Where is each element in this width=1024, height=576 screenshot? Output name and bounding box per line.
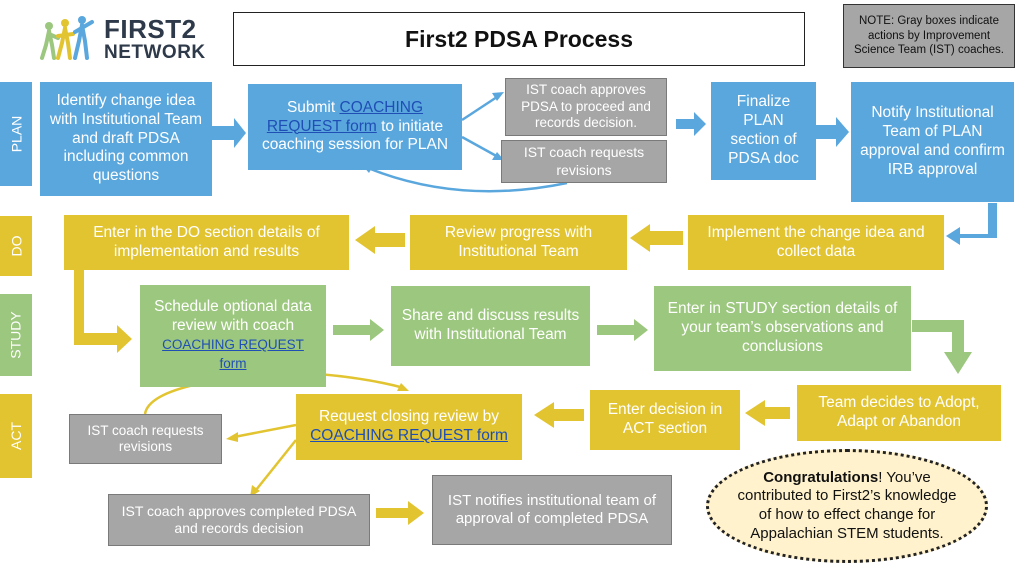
phase-label-study: STUDY (0, 294, 32, 376)
arrow-approves-to-notifies (376, 501, 424, 525)
plan-submit-text-post: to initiate coaching session for PLAN (261, 117, 449, 154)
study-enter-box: Enter in STUDY section details of your t… (654, 286, 911, 371)
arrow-enter-to-request (534, 402, 584, 428)
logo-text-first2: FIRST2 (104, 14, 197, 44)
logo: FIRST2 NETWORK (40, 12, 210, 64)
plan-submit-box: Submit COACHING REQUEST form to initiate… (248, 84, 462, 170)
do-enter-text: Enter in the DO section details of imple… (93, 223, 320, 260)
arrow-review-to-enter (355, 226, 405, 254)
logo-text-network: NETWORK (104, 42, 206, 63)
plan-notify-box: Notify Institutional Team of PLAN approv… (851, 82, 1014, 202)
do-review-box: Review progress with Institutional Team (410, 215, 627, 270)
study-share-box: Share and discuss results with Instituti… (391, 286, 590, 366)
plan-coach-requests-text: IST coach requests revisions (523, 144, 645, 178)
page-title: First2 PDSA Process (233, 12, 805, 66)
plan-coach-requests-box: IST coach requests revisions (501, 140, 667, 183)
act-coach-approves-box: IST coach approves completed PDSA and re… (108, 494, 370, 546)
arrow-revisions-loop (367, 166, 568, 193)
congrats-text: Congratulations! You’ve contributed to F… (735, 469, 959, 544)
study-schedule-box: Schedule optional data review with coach… (140, 285, 326, 387)
phase-label-do: DO (0, 216, 32, 276)
arrow-do-to-study (74, 270, 132, 353)
arrow-finalize-to-notify (816, 117, 849, 147)
study-share-text: Share and discuss results with Instituti… (401, 307, 580, 343)
act-decide-text: Team decides to Adopt, Adapt or Abandon (818, 394, 980, 430)
do-enter-box: Enter in the DO section details of imple… (64, 215, 349, 270)
act-request-box: Request closing review by COACHING REQUE… (296, 394, 522, 460)
arrow-submit-to-revisions (461, 135, 501, 160)
plan-submit-text-pre: Submit (286, 98, 340, 116)
act-notifies-box: IST notifies institutional team of appro… (432, 475, 672, 545)
arrow-request-to-revisions (233, 423, 297, 439)
arrow-revisions-to-schedule (143, 382, 199, 415)
arrow-submit-to-approve (461, 93, 501, 122)
act-coach-approves-text: IST coach approves completed PDSA and re… (121, 502, 357, 536)
arrow-implement-to-review (630, 224, 683, 252)
arrow-notify-to-implement (946, 203, 997, 245)
page-title-text: First2 PDSA Process (405, 25, 633, 52)
plan-coach-approves-text: IST coach approves PDSA to proceed and r… (521, 82, 651, 131)
congrats-badge: Congratulations! You’ve contributed to F… (706, 449, 988, 563)
note-text: NOTE: Gray boxes indicate actions by Imp… (854, 14, 1004, 57)
arrow-study-to-act (912, 320, 972, 374)
act-enter-box: Enter decision in ACT section (590, 390, 740, 450)
arrow-identify-to-submit (212, 118, 246, 148)
phase-label-act: ACT (0, 394, 32, 478)
study-schedule-text: Schedule optional data review with coach… (150, 298, 316, 374)
study-schedule-text-pre: Schedule optional data review with coach (154, 298, 312, 335)
arrow-schedule-to-share (333, 319, 384, 341)
act-notifies-text: IST notifies institutional team of appro… (447, 491, 657, 527)
arrow-share-to-enter (597, 319, 648, 341)
do-review-text: Review progress with Institutional Team (444, 223, 593, 260)
congrats-text-rest: ! You’ve contributed to First2’s knowled… (737, 468, 957, 542)
coaching-request-link-plan[interactable]: COACHING REQUEST form (266, 98, 424, 135)
plan-notify-text: Notify Institutional Team of PLAN approv… (860, 104, 1005, 178)
act-coach-requests-text: IST coach requests revisions (87, 422, 204, 454)
act-enter-text: Enter decision in ACT section (607, 401, 723, 437)
logo-people-icon (40, 16, 94, 60)
plan-finalize-box: Finalize PLAN section of PDSA doc (711, 82, 816, 180)
plan-identify-box: Identify change idea with Institutional … (40, 82, 212, 196)
do-implement-box: Implement the change idea and collect da… (688, 215, 944, 270)
act-request-text-pre: Request closing review by (318, 408, 500, 426)
plan-submit-text: Submit COACHING REQUEST form to initiate… (256, 99, 454, 156)
arrow-approve-to-finalize (676, 112, 706, 136)
arrow-decide-to-enter (745, 400, 790, 426)
arrow-request-to-approves (255, 439, 297, 491)
coaching-request-link-study[interactable]: COACHING REQUEST form (162, 337, 304, 371)
plan-coach-approves-box: IST coach approves PDSA to proceed and r… (505, 78, 667, 136)
plan-identify-text: Identify change idea with Institutional … (49, 91, 203, 185)
phase-label-plan: PLAN (0, 82, 32, 186)
study-enter-text: Enter in STUDY section details of your t… (667, 300, 898, 355)
plan-finalize-text: Finalize PLAN section of PDSA doc (728, 93, 799, 167)
congrats-text-bold: Congratulations (763, 468, 879, 486)
act-coach-requests-box: IST coach requests revisions (69, 414, 222, 464)
coaching-request-link-act[interactable]: COACHING REQUEST form (310, 427, 508, 444)
act-decide-box: Team decides to Adopt, Adapt or Abandon (797, 385, 1001, 441)
do-implement-text: Implement the change idea and collect da… (707, 223, 925, 260)
act-request-text: Request closing review by COACHING REQUE… (304, 408, 514, 446)
note-box: NOTE: Gray boxes indicate actions by Imp… (843, 4, 1015, 68)
